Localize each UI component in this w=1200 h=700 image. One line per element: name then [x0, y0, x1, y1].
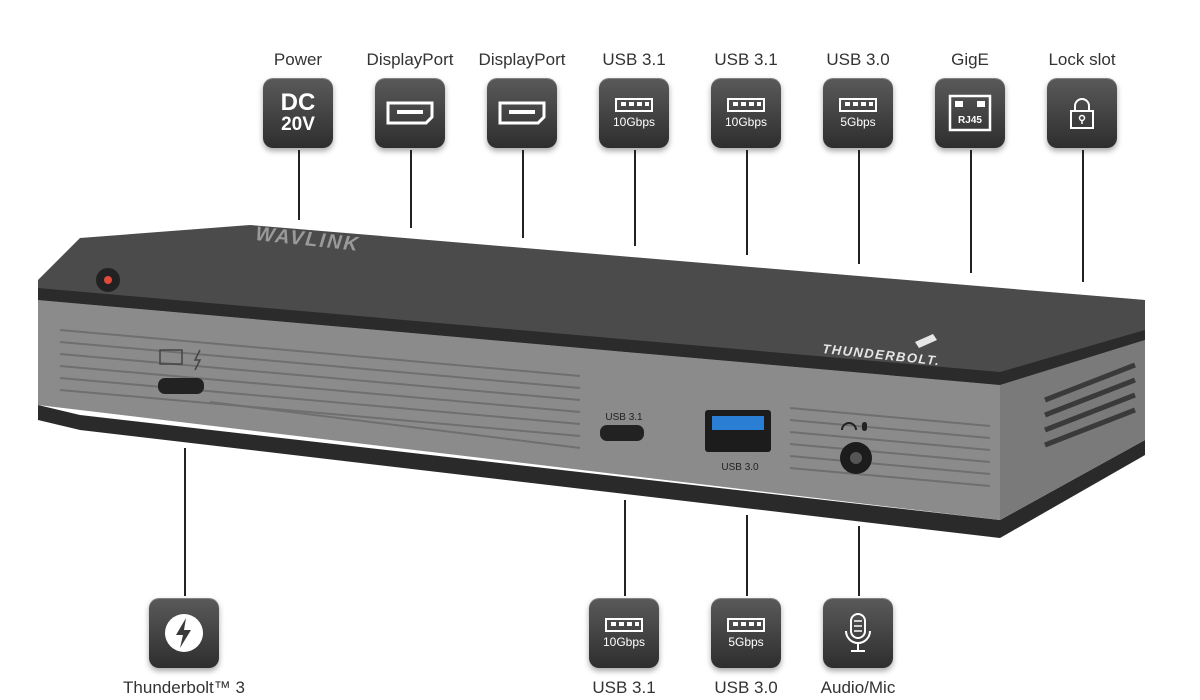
label-usb31-2: USB 3.1 [714, 50, 778, 69]
connector-line [624, 500, 626, 596]
dc-power-icon: DC 20V [263, 78, 333, 148]
label-gige: GigE [951, 50, 989, 69]
svg-text:RJ45: RJ45 [958, 115, 982, 126]
device-top-face [38, 225, 1145, 385]
connector-line [634, 150, 636, 246]
front-usb-c-port [600, 425, 644, 441]
connector-line [858, 526, 860, 596]
thunderbolt-icon [149, 598, 219, 668]
device-right-face [1000, 340, 1145, 520]
connector-line [1082, 150, 1084, 282]
label-displayport-2: DisplayPort [478, 50, 566, 69]
label-lock-slot: Lock slot [1048, 50, 1116, 69]
label-usb31-1: USB 3.1 [602, 50, 666, 69]
label-thunderbolt3: Thunderbolt™ 3 [123, 678, 245, 697]
connector-line [298, 150, 300, 220]
lock-icon [1047, 78, 1117, 148]
usb-a-icon: 10Gbps [599, 78, 669, 148]
label-displayport-1: DisplayPort [366, 50, 454, 69]
label-audio-mic: Audio/Mic [820, 678, 896, 697]
connector-line [184, 448, 186, 596]
label-bottom-usb30: USB 3.0 [714, 678, 778, 697]
label-usb30: USB 3.0 [826, 50, 890, 69]
device-front-face [38, 300, 1000, 520]
connector-line [970, 150, 972, 273]
connector-line [858, 150, 860, 264]
device-usb31-label: USB 3.1 [605, 412, 643, 423]
connector-line [410, 150, 412, 228]
microphone-icon [823, 598, 893, 668]
label-bottom-usb31: USB 3.1 [592, 678, 656, 697]
connector-line [746, 515, 748, 596]
connector-line [746, 150, 748, 255]
usb-a-icon: 5Gbps [823, 78, 893, 148]
device-usb30-label: USB 3.0 [721, 462, 759, 473]
ethernet-icon: RJ45 [935, 78, 1005, 148]
usb-a-icon: 10Gbps [711, 78, 781, 148]
displayport-icon [375, 78, 445, 148]
label-power: Power [273, 50, 323, 69]
connector-line [522, 150, 524, 238]
usb-a-icon: 10Gbps [589, 598, 659, 668]
usb-a-icon: 5Gbps [711, 598, 781, 668]
displayport-icon [487, 78, 557, 148]
front-thunderbolt-port [158, 378, 204, 394]
